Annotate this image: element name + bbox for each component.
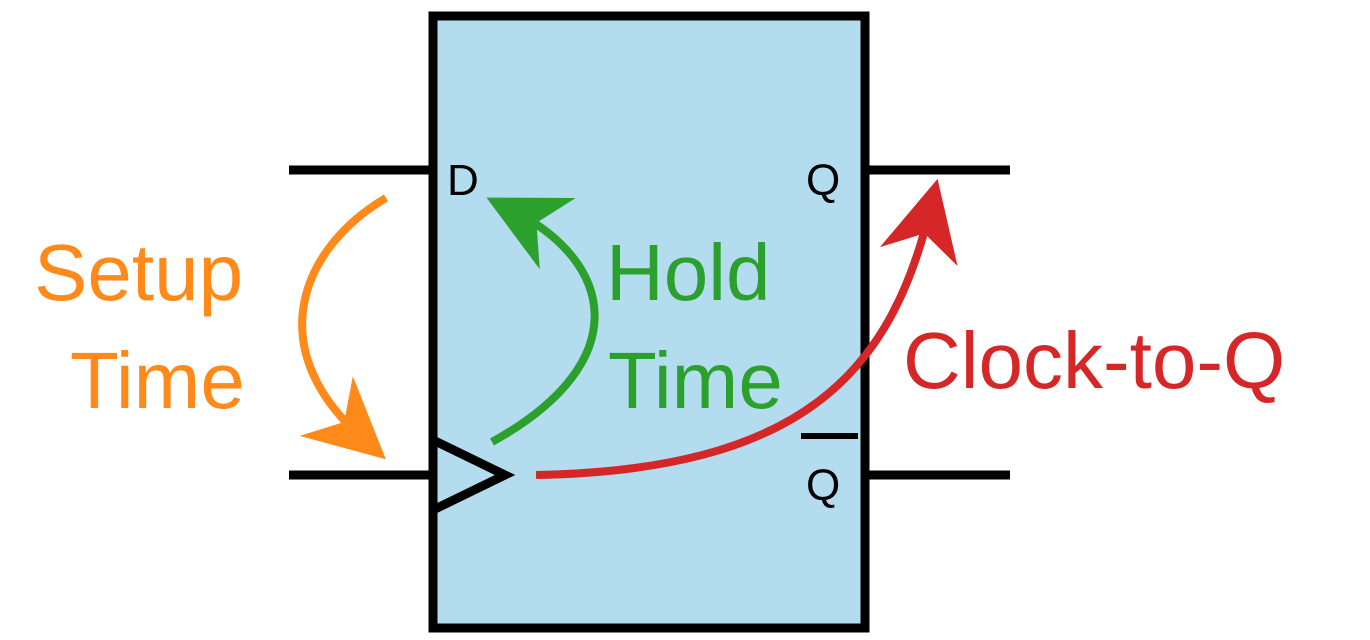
flip-flop-body <box>428 11 870 633</box>
pin-label-q-bar: Q <box>806 461 840 510</box>
setup-time-label-line1: Setup <box>34 228 243 317</box>
setup-time-arrow <box>298 194 389 460</box>
hold-time-arrow <box>486 197 599 446</box>
pin-label-d: D <box>447 156 479 205</box>
setup-time-label-line2: Time <box>70 336 245 425</box>
clock-to-q-arrow <box>535 178 958 479</box>
hold-time-label-line2: Time <box>608 336 783 425</box>
clock-to-q-label: Clock-to-Q <box>903 316 1285 405</box>
clock-input-icon <box>431 435 516 515</box>
hold-time-label-line1: Hold <box>606 228 771 317</box>
pin-label-q: Q <box>806 156 840 205</box>
